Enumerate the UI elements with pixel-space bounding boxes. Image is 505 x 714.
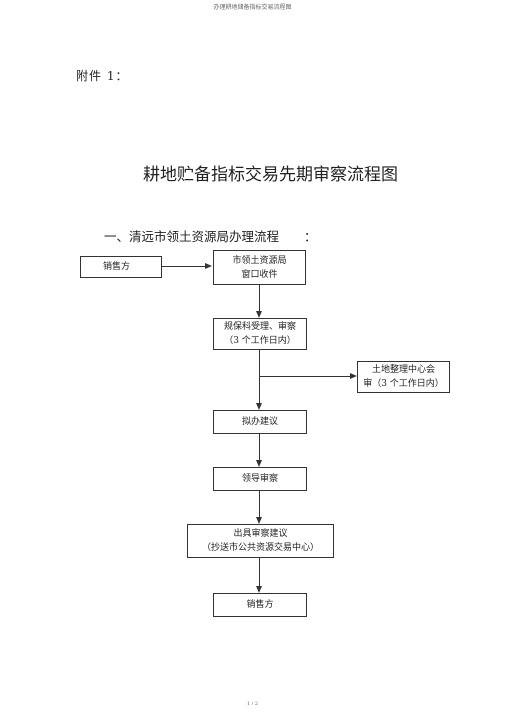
- arrow-head: [350, 373, 357, 379]
- flow-label: 市领土资源局: [232, 255, 287, 266]
- flow-label: 土地整理中心会: [371, 365, 435, 375]
- flow-label: 领导审察: [241, 474, 278, 484]
- flow-label: 窗口收件: [241, 269, 278, 280]
- flow-box-land-center: 土地整理中心会 审（3 个工作日内）: [357, 361, 450, 393]
- arrow-head: [256, 311, 262, 318]
- flow-box-draft: 拟办建议: [213, 410, 307, 434]
- arrow-head: [256, 586, 262, 593]
- arrow-head: [256, 517, 262, 524]
- connector-seller-office: [162, 266, 205, 267]
- connector-issue-seller: [259, 558, 260, 586]
- flow-box-seller-top: 销售方: [80, 256, 162, 278]
- flow-box-issue: 出具审察建议 （抄送市公共资源交易中心）: [187, 524, 334, 558]
- flow-box-planning: 规保科受理、审察 （3 个工作日内）: [213, 318, 307, 350]
- arrow-head: [256, 403, 262, 410]
- arrow-head: [205, 263, 212, 269]
- flow-label: 审（3 个工作日内）: [363, 379, 444, 389]
- page-header: 办理耕地储备指标交易流程图: [213, 4, 292, 11]
- flow-label: 出具审察建议: [233, 529, 288, 539]
- flow-label: （3 个工作日内）: [224, 336, 296, 346]
- flow-box-leader: 领导审察: [213, 467, 307, 491]
- section-heading: 一、清远市领土资源局办理流程 ：: [104, 229, 317, 244]
- connector-office-planning: [259, 285, 260, 311]
- flow-box-seller-bottom: 销售方: [213, 593, 307, 617]
- flow-label: 销售方: [103, 262, 131, 272]
- flow-box-office: 市领土资源局 窗口收件: [213, 250, 306, 285]
- page-title: 耕地贮备指标交易先期审察流程图: [143, 165, 398, 185]
- flow-label: 拟办建议: [241, 417, 278, 427]
- flow-label: （抄送市公共资源交易中心）: [201, 543, 319, 553]
- flow-label: 规保科受理、审察: [223, 322, 296, 332]
- page-number: 1 / 2: [246, 701, 259, 707]
- connector-draft-leader: [259, 434, 260, 460]
- flow-label: 销售方: [246, 600, 274, 610]
- arrow-head: [256, 460, 262, 467]
- connector-leader-issue: [259, 491, 260, 517]
- connector-branch-land-center: [259, 376, 350, 377]
- attachment-label: 附件 1：: [76, 69, 129, 83]
